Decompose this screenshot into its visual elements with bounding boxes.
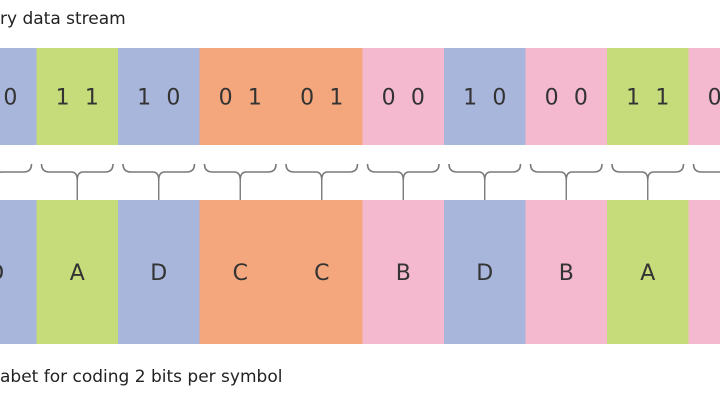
bit-label: 0 <box>300 86 314 111</box>
grouping-brace <box>122 163 196 181</box>
grouping-brace <box>692 163 720 173</box>
symbol-label: D <box>150 261 167 286</box>
bit-label: 0 <box>708 86 720 111</box>
grouping-brace <box>529 163 603 181</box>
bit-block <box>525 48 607 145</box>
grouping-brace <box>40 163 114 181</box>
bit-label: 0 <box>545 86 559 111</box>
bit-block <box>118 48 200 145</box>
symbol-label: C <box>314 261 329 286</box>
bit-label: 1 <box>463 86 477 111</box>
bit-block <box>0 48 37 145</box>
bit-block <box>688 48 720 145</box>
bit-label: 0 <box>411 86 425 111</box>
bit-block <box>199 48 363 145</box>
bit-label: 0 <box>492 86 506 111</box>
symbol-block <box>362 200 444 344</box>
bit-label: 0 <box>166 86 180 111</box>
symbol-label: B <box>559 261 574 286</box>
symbol-block <box>688 200 720 344</box>
bit-block <box>36 48 118 145</box>
symbol-block <box>0 200 37 344</box>
bit-block <box>444 48 526 145</box>
bit-label: 1 <box>85 86 99 111</box>
bit-label: 1 <box>329 86 343 111</box>
bit-label: 1 <box>248 86 262 111</box>
bit-label: 0 <box>3 86 17 111</box>
symbol-block <box>444 200 526 344</box>
bit-label: 1 <box>626 86 640 111</box>
data-stream-caption: ry data stream <box>0 9 126 29</box>
bit-label: 0 <box>219 86 233 111</box>
bit-block <box>607 48 689 145</box>
grouping-brace <box>203 163 277 181</box>
symbol-label: D <box>476 261 493 286</box>
bit-label: 1 <box>655 86 669 111</box>
bit-block <box>362 48 444 145</box>
symbol-label: C <box>233 261 248 286</box>
symbol-label: D <box>0 261 4 286</box>
bit-label: 0 <box>382 86 396 111</box>
symbol-block <box>36 200 118 344</box>
bit-label: 1 <box>137 86 151 111</box>
alphabet-caption: abet for coding 2 bits per symbol <box>0 367 283 387</box>
grouping-brace <box>448 163 522 181</box>
grouping-brace <box>611 163 685 181</box>
symbol-block <box>118 200 200 344</box>
symbol-block <box>525 200 607 344</box>
grouping-brace <box>366 163 440 181</box>
grouping-brace <box>285 163 359 181</box>
symbol-block <box>199 200 363 344</box>
symbol-label: A <box>640 261 655 286</box>
symbol-label: B <box>396 261 411 286</box>
symbol-label: A <box>70 261 85 286</box>
bit-label: 1 <box>56 86 70 111</box>
grouping-brace <box>0 163 33 174</box>
symbol-block <box>607 200 689 344</box>
bit-label: 0 <box>574 86 588 111</box>
